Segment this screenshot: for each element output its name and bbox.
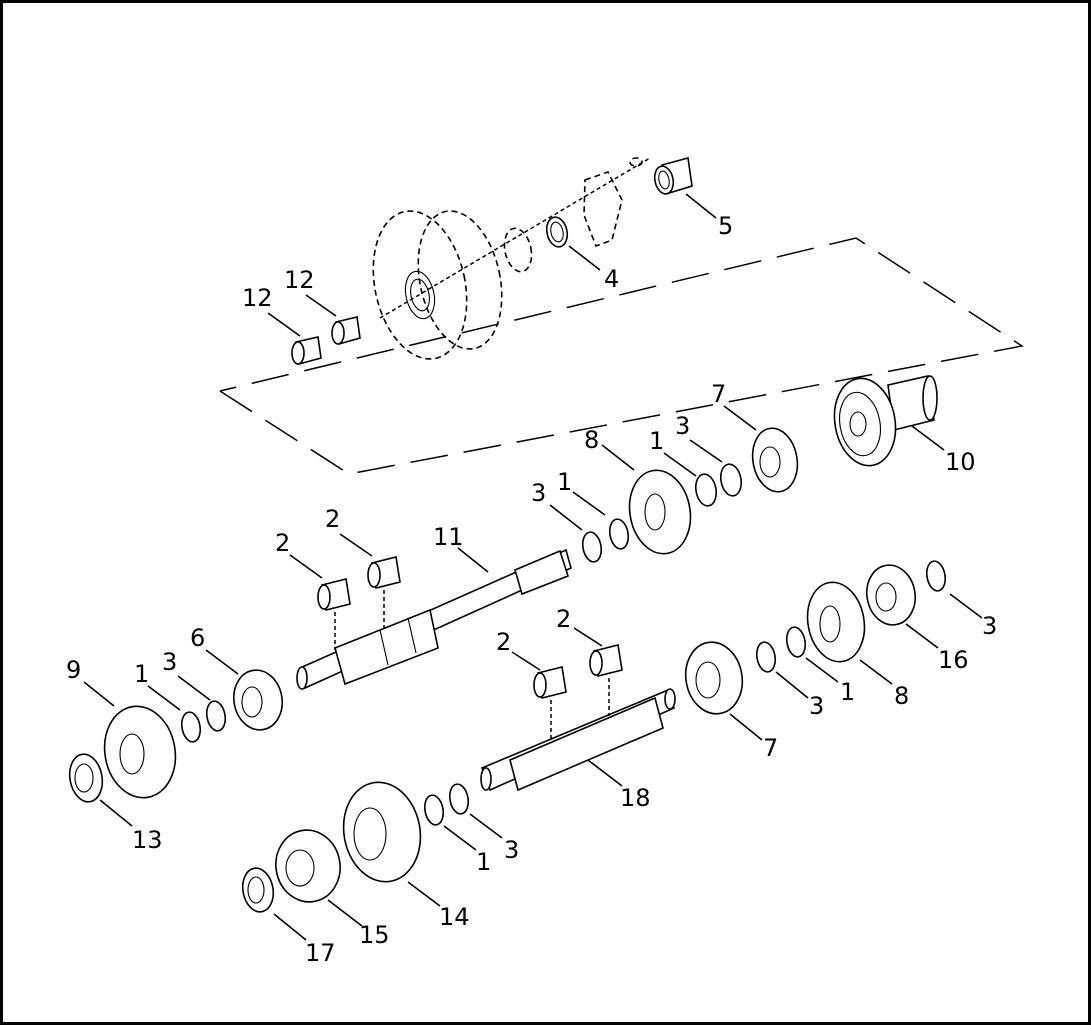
callout-16: 16 xyxy=(938,646,969,674)
part-13 xyxy=(68,753,104,803)
part-7-bottom xyxy=(684,641,744,715)
callout-8-top: 8 xyxy=(584,426,599,454)
part-15 xyxy=(275,829,341,903)
part-7-top xyxy=(751,427,799,493)
callout-2-a: 2 xyxy=(275,529,290,557)
part-5 xyxy=(653,156,693,196)
callout-11: 11 xyxy=(433,523,464,551)
ring-pair-right xyxy=(755,626,807,673)
part-2-mainshaft-bearings xyxy=(317,556,401,650)
callout-13: 13 xyxy=(132,826,163,854)
callout-7-top: 7 xyxy=(711,380,726,408)
ring-pair-bottom xyxy=(423,783,470,826)
callout-15: 15 xyxy=(359,921,390,949)
callout-6: 6 xyxy=(190,624,205,652)
part-4 xyxy=(545,216,569,248)
part-6 xyxy=(232,669,284,731)
callout-1-left: 1 xyxy=(134,660,149,688)
callout-2-b: 2 xyxy=(325,505,340,533)
part-16 xyxy=(865,564,917,626)
callout-7-bottom: 7 xyxy=(763,734,778,762)
ring-pair-top-left xyxy=(581,518,630,563)
callout-labels: 5 4 12 12 7 10 1 3 8 3 1 11 2 2 6 3 1 9 … xyxy=(66,212,997,967)
phantom-assembly xyxy=(372,157,651,360)
ring-pair-left xyxy=(180,700,227,743)
callout-3-right-a: 3 xyxy=(809,692,824,720)
callout-14: 14 xyxy=(439,903,470,931)
callout-12-b: 12 xyxy=(284,266,315,294)
callout-4: 4 xyxy=(604,265,619,293)
ring-pair-top-right xyxy=(694,463,743,507)
callout-3-bottom: 3 xyxy=(504,836,519,864)
phantom-boundary xyxy=(219,237,1024,475)
callout-12-a: 12 xyxy=(242,284,273,312)
part-12-bearing-b xyxy=(331,316,361,346)
callout-3-left: 3 xyxy=(162,648,177,676)
part-10 xyxy=(833,375,938,467)
callout-1-bottom: 1 xyxy=(476,848,491,876)
part-17 xyxy=(241,867,275,913)
callout-3-top-b: 3 xyxy=(675,412,690,440)
part-12-bearing-a xyxy=(291,336,322,366)
callout-2-d: 2 xyxy=(556,605,571,633)
callout-1-right: 1 xyxy=(840,678,855,706)
callout-1-top-a: 1 xyxy=(557,468,572,496)
part-8-top xyxy=(628,469,692,555)
callout-2-c: 2 xyxy=(496,628,511,656)
leader-lines xyxy=(83,193,983,941)
callout-18: 18 xyxy=(620,784,651,812)
part-8-bottom xyxy=(806,581,866,663)
callout-3-top-a: 3 xyxy=(531,479,546,507)
ring-far-right xyxy=(925,560,947,592)
callout-5: 5 xyxy=(718,212,733,240)
part-18-countershaft xyxy=(480,688,676,792)
part-14 xyxy=(342,781,422,883)
part-11-mainshaft xyxy=(296,548,572,690)
callout-8-bottom: 8 xyxy=(894,682,909,710)
part-2-countershaft-bearings xyxy=(533,644,623,742)
callout-3-right-b: 3 xyxy=(982,612,997,640)
callout-9: 9 xyxy=(66,656,81,684)
callout-17: 17 xyxy=(305,939,336,967)
callout-1-top-b: 1 xyxy=(649,427,664,455)
callout-10: 10 xyxy=(945,448,976,476)
part-9 xyxy=(103,705,177,799)
